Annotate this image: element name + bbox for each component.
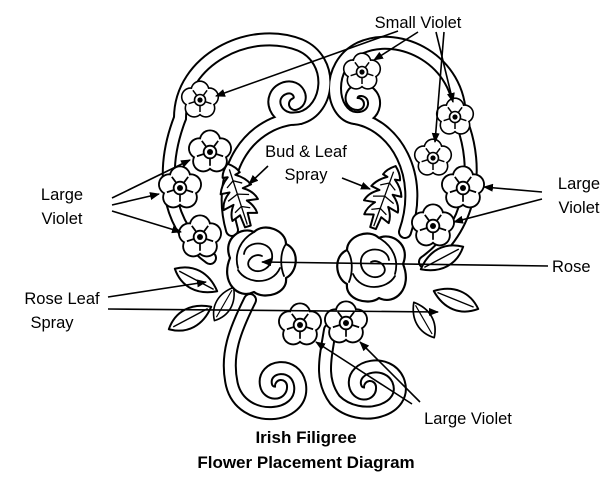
arrow-bud-leaf-spray-right [342,178,370,189]
label-rose-leaf-spray-line2: Spray [30,314,74,332]
label-bud-leaf-spray-line2: Spray [284,166,328,184]
arrow-large-violet-right-1 [484,187,542,192]
rose-leaf-left-1 [170,260,222,300]
diagram-title: Irish Filigree Flower Placement Diagram [197,428,414,472]
arrow-rose [262,262,548,266]
large-violet-bottom-left [278,302,322,345]
arrow-rose-leaf-spray-2 [108,309,438,312]
rose-right [337,234,406,302]
label-rose-leaf-spray-line1: Rose Leaf [24,290,100,308]
large-violet-right-1 [441,165,485,208]
large-violet-bottom-right [324,300,368,343]
rose-leaf-right-3 [407,298,442,342]
large-violet-right-2 [411,203,455,246]
rose-group [227,228,406,302]
title-line2: Flower Placement Diagram [197,453,414,472]
label-large-violet-left-line1: Large [41,186,83,204]
label-small-violet: Small Violet [375,14,462,32]
small-violet-right-upper [436,97,474,134]
arrow-large-violet-left-2 [112,194,159,205]
small-violet-right-lower [414,138,452,175]
label-large-violet-bottom: Large Violet [424,410,512,428]
label-bud-leaf-spray-line1: Bud & Leaf [265,143,347,161]
arrow-bud-leaf-spray-left [249,166,268,184]
labels: Small Violet Bud & Leaf Spray Large Viol… [24,14,600,428]
label-rose: Rose [552,258,591,276]
rose-leaf-left-2 [164,298,216,338]
title-line1: Irish Filigree [255,428,356,447]
label-large-violet-right-line2: Violet [559,199,600,217]
label-large-violet-right-line1: Large [558,175,600,193]
label-large-violet-left-line2: Violet [42,210,83,228]
large-violet-left-1 [188,129,232,172]
